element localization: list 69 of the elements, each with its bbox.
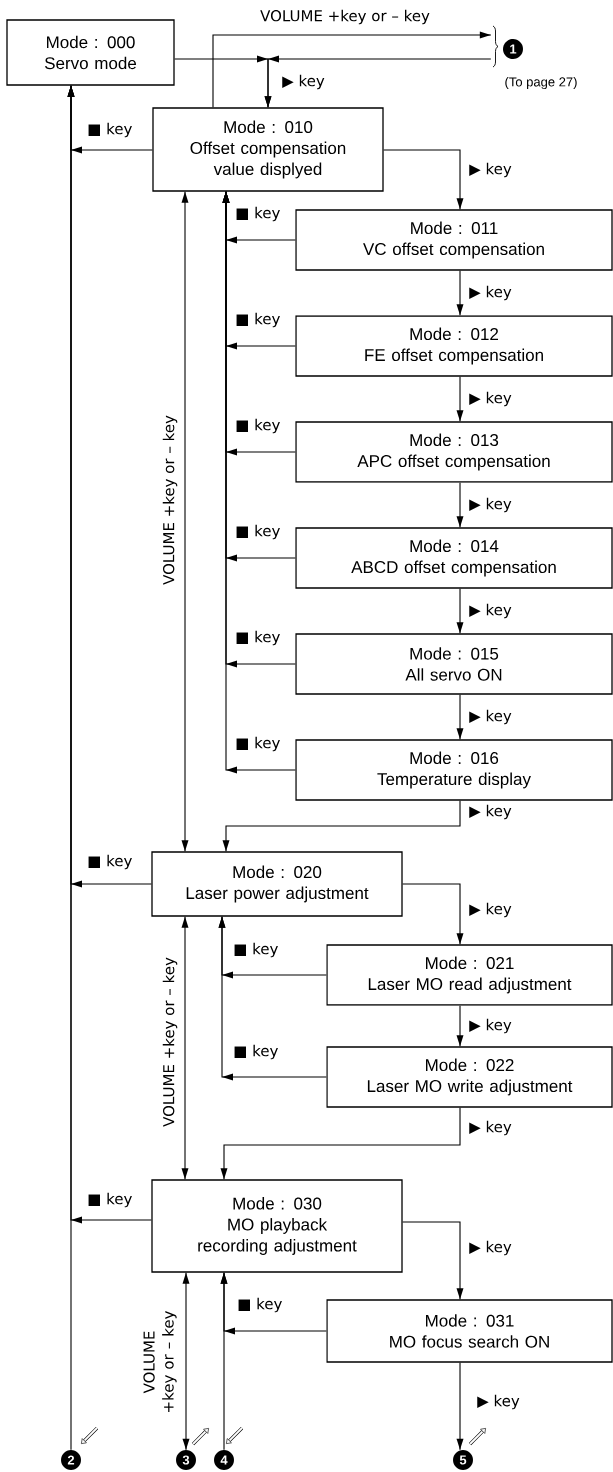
edge-label: ■ key (86, 1191, 134, 1209)
arrow (264, 55, 492, 108)
process-box: Mode : 011 VC offset compensation (295, 209, 613, 271)
arrow (212, 31, 492, 108)
arrow (218, 916, 327, 1081)
process-box: Mode : 014 ABCD offset compensation (295, 527, 613, 589)
edge-label: ■ key (234, 205, 282, 223)
edge-label: ■ key (232, 941, 280, 959)
edge-label: ▶ key (468, 1017, 513, 1035)
edge-label: VOLUME +key or – key (161, 414, 179, 586)
arrow (222, 800, 461, 852)
arrow (456, 270, 464, 316)
process-box: Mode : 020 Laser power adjustment (151, 851, 403, 917)
edge-label: ■ key (234, 311, 282, 329)
edge-label: VOLUME +key or – key (142, 1303, 178, 1421)
edge-label: ▶ key (468, 161, 513, 179)
process-box: Mode : 031 MO focus search ON (326, 1299, 613, 1363)
process-box: Mode : 012 FE offset compensation (295, 315, 613, 377)
arrow (220, 1272, 228, 1451)
edge-label: ▶ key (468, 1119, 513, 1137)
process-box: Mode : 013 APC offset compensation (295, 421, 613, 483)
callout-number: 5 (453, 1450, 473, 1470)
callout-number: 2 (61, 1450, 81, 1470)
edge-label: VOLUME +key or – key (161, 956, 179, 1128)
edge-label: ■ key (234, 735, 282, 753)
callout-number: 1 (503, 39, 523, 59)
edge-label: ▶ key (468, 1239, 513, 1257)
edge-label: ▶ key (468, 901, 513, 919)
edge-label: ▶ key (468, 602, 513, 620)
arrow (383, 149, 464, 210)
arrow (222, 191, 296, 774)
edge-label: ■ key (236, 1296, 284, 1314)
edge-label: ■ key (86, 853, 134, 871)
edge-label: VOLUME +key or – key (259, 8, 431, 26)
edge-label: ■ key (234, 629, 282, 647)
arrow (181, 191, 189, 852)
arrow (67, 85, 75, 1451)
edge-label: ▶ key (468, 390, 513, 408)
edge-label: ▶ key (468, 496, 513, 514)
process-box: Mode : 000 Servo mode (6, 19, 175, 86)
arrow (220, 1107, 461, 1180)
arrow (456, 482, 464, 528)
edge-label: ■ key (234, 523, 282, 541)
edge-label: ■ key (86, 121, 134, 139)
edge-label: ▶ key (281, 73, 326, 91)
callout-number: 4 (214, 1450, 234, 1470)
process-box: Mode : 021 Laser MO read adjustment (326, 944, 613, 1006)
edge-label: ▶ key (468, 803, 513, 821)
arrow (456, 1362, 464, 1451)
edge-label: ▶ key (476, 1393, 521, 1411)
edge-label: ■ key (232, 1043, 280, 1061)
arrow (182, 1272, 190, 1451)
page-reference: (To page 27) (505, 76, 577, 90)
process-box: Mode : 030 MO playback recording adjustment (151, 1179, 403, 1273)
process-box: Mode : 016 Temperature display (295, 739, 613, 801)
edge-label: ▶ key (468, 708, 513, 726)
arrow (181, 916, 189, 1180)
arrow (456, 694, 464, 740)
edge-label: ■ key (234, 417, 282, 435)
arrow (456, 588, 464, 634)
callout-number: 3 (176, 1450, 196, 1470)
process-box: Mode : 015 All servo ON (295, 633, 613, 695)
arrow (402, 883, 464, 945)
edge-label: ▶ key (468, 284, 513, 302)
process-box: Mode : 010 Offset compensation value displyed (152, 107, 384, 192)
arrow (402, 1221, 464, 1300)
arrow (456, 1005, 464, 1047)
process-box: Mode : 022 Laser MO write adjustment (326, 1046, 613, 1108)
arrow (456, 376, 464, 422)
